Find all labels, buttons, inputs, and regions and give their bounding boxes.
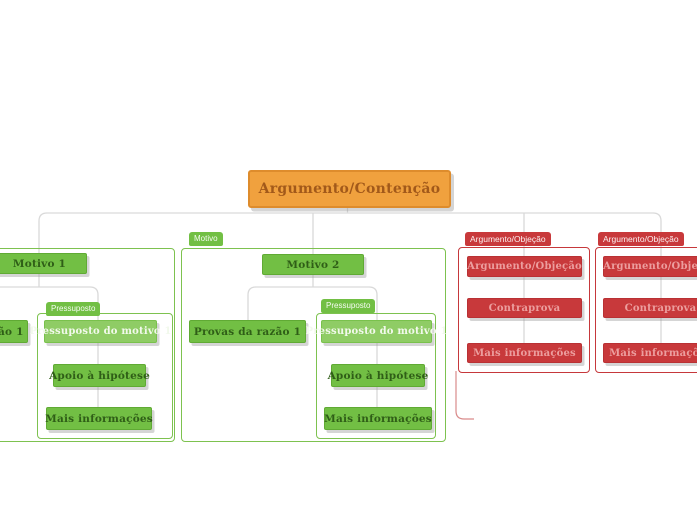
topic-argumento-objecao2[interactable]: Argumento/Objeção — [603, 256, 697, 277]
boundary-label-pressuposto-motivo2[interactable]: Pressuposto — [321, 299, 376, 313]
boundary-label-objecao1[interactable]: Argumento/Objeção — [465, 232, 551, 246]
topic-motivo1[interactable]: Motivo 1 — [0, 253, 87, 274]
boundary-objecao2[interactable] — [595, 247, 697, 373]
topic-provas-motivo1[interactable]: Provas da razão 1 — [0, 320, 28, 343]
root-topic[interactable]: Argumento/Contenção — [248, 170, 451, 208]
topic-mais-objecao1[interactable]: Mais informações — [467, 343, 582, 363]
topic-motivo2[interactable]: Motivo 2 — [262, 254, 364, 275]
topic-mais-objecao2[interactable]: Mais informações — [603, 343, 697, 363]
boundary-pressuposto-motivo1[interactable] — [37, 313, 173, 439]
topic-contraprova2[interactable]: Contraprova — [603, 298, 697, 318]
boundary-label-pressuposto-motivo1[interactable]: Pressuposto — [46, 302, 101, 316]
topic-mais-motivo2[interactable]: Mais informações — [324, 407, 432, 430]
boundary-motivo2[interactable] — [181, 248, 446, 442]
topic-apoio-motivo2[interactable]: Apoio à hipótese — [328, 364, 428, 387]
boundary-motivo1[interactable] — [0, 248, 175, 442]
stray-boundary-line — [455, 371, 474, 420]
boundary-objecao1[interactable] — [458, 247, 590, 373]
topic-contraprova1[interactable]: Contraprova — [467, 298, 582, 318]
boundary-label-motivo2[interactable]: Motivo — [189, 232, 223, 246]
topic-pressuposto-motivo2[interactable]: Pressuposto do motivo 1 — [305, 320, 447, 343]
topic-mais-motivo1[interactable]: Mais informações — [45, 407, 153, 430]
topic-argumento-objecao1[interactable]: Argumento/Objeção — [467, 256, 582, 277]
topic-apoio-motivo1[interactable]: Apoio à hipótese — [49, 364, 150, 387]
boundary-label-objecao2[interactable]: Argumento/Objeção — [598, 232, 684, 246]
topic-provas-motivo2[interactable]: Provas da razão 1 — [189, 320, 306, 343]
topic-pressuposto-motivo1[interactable]: Pressuposto do motivo 1 — [29, 320, 171, 343]
boundary-pressuposto-motivo2[interactable] — [316, 313, 436, 439]
